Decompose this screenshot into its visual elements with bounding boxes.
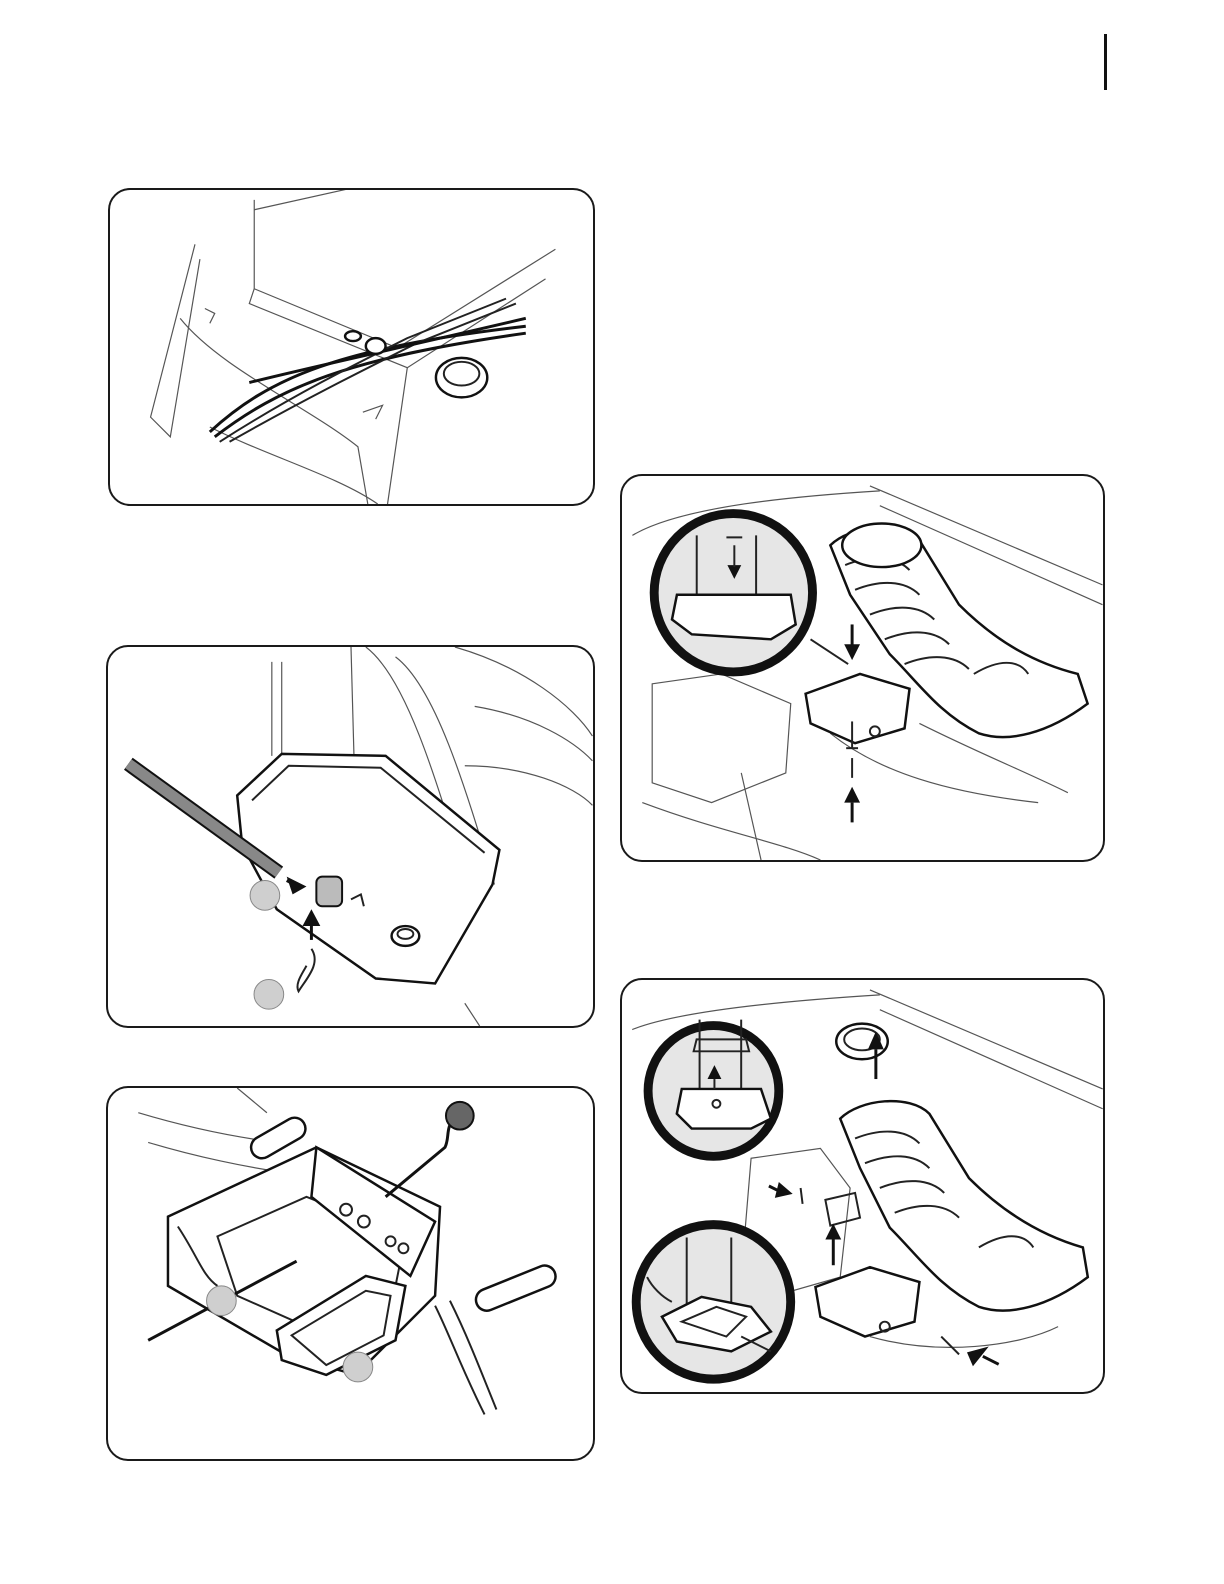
handle-panel-illustration [108, 1088, 593, 1459]
callout-marker-1 [207, 1286, 237, 1316]
figure-cable-tie-harness [108, 188, 595, 506]
callout-marker-1 [250, 881, 280, 911]
chute-bracket-removal-illustration [622, 980, 1103, 1392]
cable-tie-illustration [110, 190, 593, 504]
chute-rod-illustration [108, 647, 593, 1026]
page-edge-rule [1104, 34, 1107, 90]
figure-chute-bracket-install [620, 474, 1105, 862]
callout-marker-2 [254, 979, 284, 1009]
figure-chute-rod-cotter-pin [106, 645, 595, 1028]
figure-chute-bracket-removal [620, 978, 1105, 1394]
callout-marker-2 [343, 1352, 373, 1382]
figure-shift-rod-handle-panel [106, 1086, 595, 1461]
chute-bracket-install-illustration [622, 476, 1103, 860]
